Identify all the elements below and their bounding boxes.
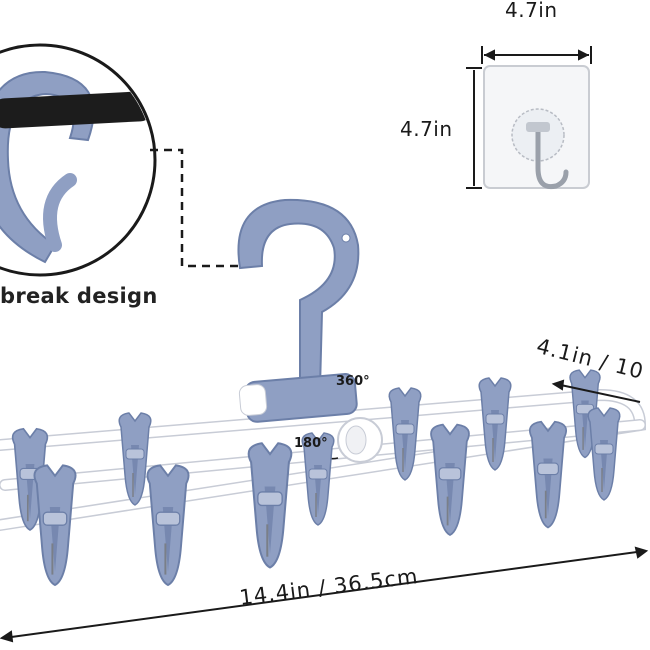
rack-length-dimension	[0, 546, 649, 643]
dashed-connector	[150, 148, 238, 268]
center-joint	[238, 373, 383, 463]
hook-height-label: 4.7in	[400, 117, 453, 141]
hanger-hook	[237, 198, 360, 404]
rotation-360-label: 360°	[336, 374, 370, 389]
hook-width-label: 4.7in	[505, 0, 558, 22]
adhesive-hook	[483, 65, 590, 190]
zoom-detail-circle	[0, 43, 157, 277]
hook-height-dimension	[466, 67, 482, 189]
design-caption: break design	[0, 284, 158, 308]
hook-width-dimension	[481, 46, 592, 64]
rack-depth-dimension	[551, 379, 641, 403]
rotation-180-label: 180°	[294, 436, 328, 451]
